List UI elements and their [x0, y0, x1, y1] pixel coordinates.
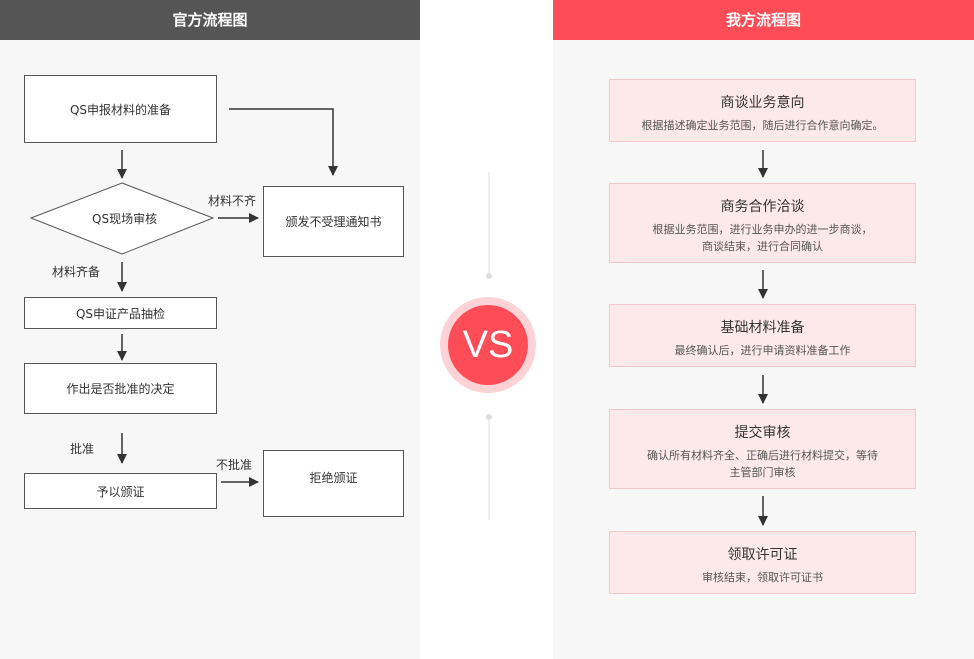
node-prepare: QS申报材料的准备: [24, 75, 217, 143]
node-inspect: QS申证产品抽检: [24, 297, 217, 329]
vs-badge: VS: [440, 297, 536, 393]
step-3-title: 基础材料准备: [720, 320, 805, 336]
label-complete: 材料齐备: [52, 265, 101, 279]
step-3: 基础材料准备 最终确认后，进行申请资料准备工作: [609, 304, 916, 367]
step-2-title: 商务合作洽谈: [720, 199, 805, 215]
label-approve: 批准: [70, 442, 95, 456]
step-5-desc: 审核结束，领取许可证书: [702, 571, 823, 584]
step-2: 商务合作洽谈 根据业务范围，进行业务申办的进一步商谈， 商谈结束，进行合同确认: [609, 183, 916, 263]
step-2-desc: 根据业务范围，进行业务申办的进一步商谈， 商谈结束，进行合同确认: [610, 221, 915, 255]
step-4-desc-line-2: 主管部门审核: [729, 466, 796, 479]
arrow-prepare-notice: [229, 108, 338, 176]
step-2-desc-line-2: 商谈结束，进行合同确认: [702, 240, 823, 253]
step-5-title: 领取许可证: [727, 547, 798, 563]
step-1: 商谈业务意向 根据描述确定业务范围，随后进行合作意向确定。: [609, 79, 916, 142]
step-4-title: 提交审核: [734, 425, 791, 441]
vs-divider-dot-top: [486, 273, 492, 279]
vs-divider-dot-bottom: [486, 414, 492, 420]
step-1-desc: 根据描述确定业务范围，随后进行合作意向确定。: [641, 119, 884, 132]
step-4: 提交审核 确认所有材料齐全、正确后进行材料提交，等待 主管部门审核: [609, 409, 916, 489]
step-2-desc-line-1: 根据业务范围，进行业务申办的进一步商谈，: [652, 223, 873, 236]
label-incomplete: 材料不齐: [208, 194, 257, 208]
step-5: 领取许可证 审核结束，领取许可证书: [609, 531, 916, 594]
review-diamond: [29, 182, 215, 255]
step-4-desc: 确认所有材料齐全、正确后进行材料提交，等待 主管部门审核: [610, 447, 915, 481]
vs-text: VS: [448, 305, 528, 385]
official-flowchart-title: 官方流程图: [0, 0, 420, 40]
node-refuse: 拒绝颁证: [263, 450, 404, 517]
step-1-title: 商谈业务意向: [720, 95, 805, 111]
step-4-desc-line-1: 确认所有材料齐全、正确后进行材料提交，等待: [647, 449, 878, 462]
node-issue: 予以颁证: [24, 473, 217, 509]
node-review: QS现场审核: [92, 212, 158, 226]
step-3-desc: 最终确认后，进行申请资料准备工作: [674, 344, 851, 357]
node-reject-notice: 颁发不受理通知书: [263, 186, 404, 257]
node-decide: 作出是否批准的决定: [24, 363, 217, 414]
our-flowchart-title: 我方流程图: [553, 0, 974, 40]
label-not-approve: 不批准: [216, 458, 253, 472]
